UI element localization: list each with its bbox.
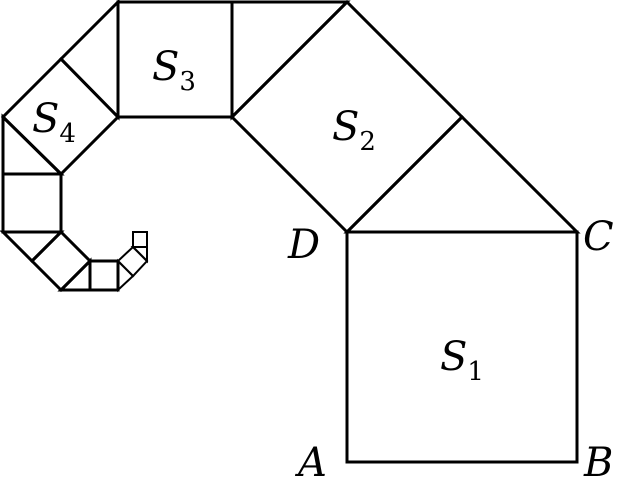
square-s6 bbox=[29, 229, 93, 293]
label-s4: S4 bbox=[32, 96, 76, 149]
square-s8 bbox=[116, 245, 149, 278]
square-s9 bbox=[132, 231, 148, 248]
label-s3: S3 bbox=[152, 44, 196, 97]
label-s1: S1 bbox=[440, 334, 484, 387]
triangle-dc bbox=[343, 114, 581, 234]
point-label-a: A bbox=[294, 440, 327, 486]
square-s5 bbox=[1, 172, 63, 234]
triangle-s6-bottom bbox=[57, 257, 92, 292]
triangle-s2-top bbox=[230, 0, 351, 121]
label-s2: S2 bbox=[332, 104, 376, 157]
square-s4 bbox=[0, 56, 121, 177]
point-label-c: C bbox=[583, 214, 614, 260]
triangle-s5-bottom bbox=[0, 230, 65, 264]
triangle-s3-left bbox=[58, 0, 120, 121]
triangle-s7-right bbox=[117, 258, 135, 293]
triangle-s8-top bbox=[130, 246, 148, 264]
point-label-d: D bbox=[287, 222, 320, 268]
square-s7 bbox=[88, 259, 120, 292]
point-label-b: B bbox=[583, 440, 613, 486]
